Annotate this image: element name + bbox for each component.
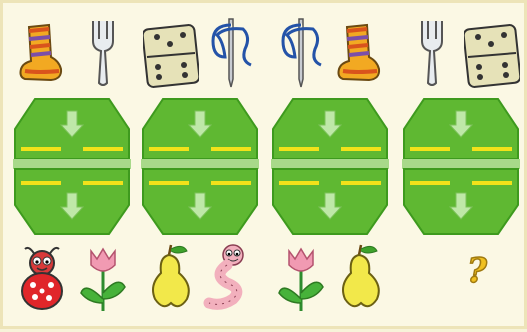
domino-icon bbox=[464, 17, 520, 89]
worm-icon bbox=[203, 241, 259, 313]
input-row bbox=[13, 17, 131, 89]
tulip-icon bbox=[75, 241, 131, 313]
puzzle-column-1 bbox=[13, 3, 131, 332]
output-row bbox=[13, 241, 131, 313]
transform-machine bbox=[13, 95, 131, 238]
output-row: ? bbox=[402, 241, 520, 313]
pear-icon bbox=[143, 241, 199, 313]
sock-icon bbox=[15, 17, 71, 89]
puzzle-column-3 bbox=[271, 3, 389, 332]
fork-icon bbox=[404, 17, 460, 89]
puzzle-column-2 bbox=[141, 3, 259, 332]
transform-machine bbox=[402, 95, 520, 238]
ladybug-icon bbox=[15, 241, 71, 313]
input-row bbox=[141, 17, 259, 89]
output-row bbox=[271, 241, 389, 313]
pear-icon bbox=[333, 241, 389, 313]
puzzle-column-4: ? bbox=[402, 3, 520, 332]
tulip-icon bbox=[273, 241, 329, 313]
needle-thread-icon bbox=[273, 17, 329, 89]
sock-icon bbox=[333, 17, 389, 89]
transform-machine bbox=[271, 95, 389, 238]
output-row bbox=[141, 241, 259, 313]
input-row bbox=[271, 17, 389, 89]
answer-placeholder[interactable]: ? bbox=[462, 251, 492, 291]
domino-icon bbox=[143, 17, 199, 89]
needle-thread-icon bbox=[203, 17, 259, 89]
fork-icon bbox=[75, 17, 131, 89]
input-row bbox=[402, 17, 520, 89]
transform-machine bbox=[141, 95, 259, 238]
